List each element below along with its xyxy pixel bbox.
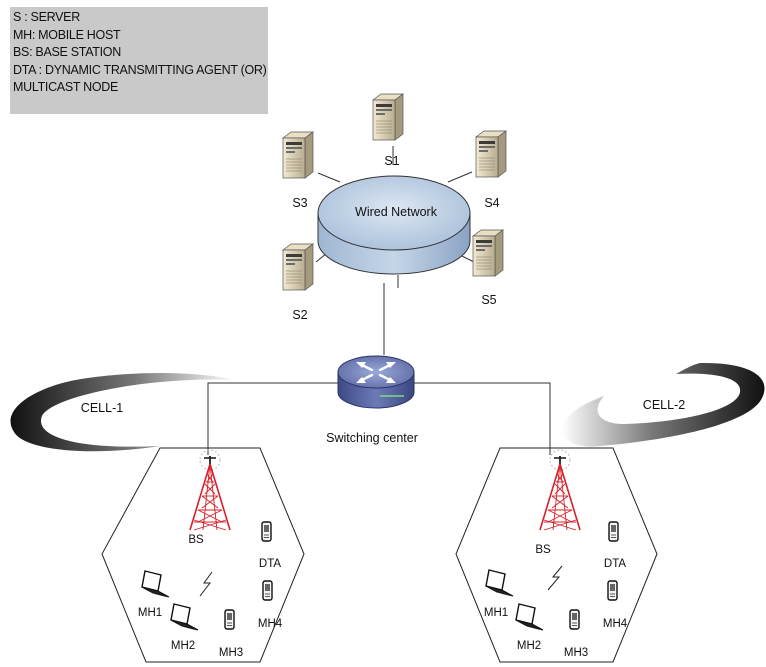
legend-line-base-station: BS: BASE STATION <box>13 45 121 59</box>
mh2-laptop-icon <box>514 603 544 632</box>
cell1-mh2-label: MH2 <box>171 640 195 652</box>
cell2-swoosh <box>561 362 765 447</box>
mh3-phone-icon <box>569 609 580 630</box>
server-s1-label: S1 <box>384 154 399 168</box>
server-s5-label: S5 <box>481 293 496 307</box>
server-s4-icon <box>475 130 507 178</box>
server-s1-icon <box>372 93 404 141</box>
cell1-label: CELL-1 <box>81 401 123 415</box>
cell2-dta-label: DTA <box>604 558 626 570</box>
legend-line-dta: DTA : DYNAMIC TRANSMITTING AGENT (OR) <box>13 62 267 77</box>
cell1-dta-label: DTA <box>259 558 281 570</box>
server-s3-icon <box>282 131 314 179</box>
legend-line-mobile-host: MH: MOBILE HOST <box>13 27 121 42</box>
cell1-bs-label: BS <box>188 534 204 546</box>
dta-phone-icon <box>608 521 619 542</box>
cell1-mh1-label: MH1 <box>138 607 162 619</box>
server-s2-label: S2 <box>292 308 307 322</box>
base-station-tower-icon <box>539 449 581 531</box>
cell1-mh4-label: MH4 <box>258 618 283 630</box>
server-s2-icon <box>282 243 314 291</box>
mh3-phone-icon <box>224 609 235 630</box>
switching-center-label: Switching center <box>326 431 418 445</box>
legend-line-multicast: MULTICAST NODE <box>13 80 119 94</box>
mh1-laptop-icon <box>140 570 170 599</box>
mh4-phone-icon <box>607 580 618 601</box>
cell2-label: CELL-2 <box>643 398 685 412</box>
mh1-laptop-icon <box>484 569 514 598</box>
mh4-phone-icon <box>262 580 273 601</box>
cell2-hexagon <box>455 447 658 663</box>
legend-line-server: S : SERVER <box>13 10 80 24</box>
server-s5-icon <box>472 229 504 277</box>
switch-cell1-link <box>207 382 340 455</box>
legend-box: S : SERVER MH: MOBILE HOST BS: BASE STAT… <box>10 7 268 114</box>
switch-cell2-link <box>413 382 551 455</box>
cell1-swoosh <box>10 373 237 452</box>
cell2-mh3-label: MH3 <box>564 647 588 659</box>
cell2-mh1-label: MH1 <box>484 607 508 619</box>
mh2-laptop-icon <box>169 603 199 632</box>
dta-phone-icon <box>261 521 272 542</box>
router-icon <box>337 355 415 409</box>
server-s4-label: S4 <box>484 196 499 210</box>
server-s3-label: S3 <box>292 196 307 210</box>
cell1-mh3-label: MH3 <box>219 647 243 659</box>
wired-network-label: Wired Network <box>355 205 438 219</box>
cell2-bs-label: BS <box>535 544 551 556</box>
base-station-tower-icon <box>189 449 231 531</box>
cell1-hexagon <box>101 447 305 663</box>
cell2-mh2-label: MH2 <box>517 640 541 652</box>
cell2-mh4-label: MH4 <box>603 618 628 630</box>
wireless-signal-icon <box>199 571 213 597</box>
wireless-signal-icon <box>547 565 563 591</box>
wired-network-disk <box>317 175 471 275</box>
